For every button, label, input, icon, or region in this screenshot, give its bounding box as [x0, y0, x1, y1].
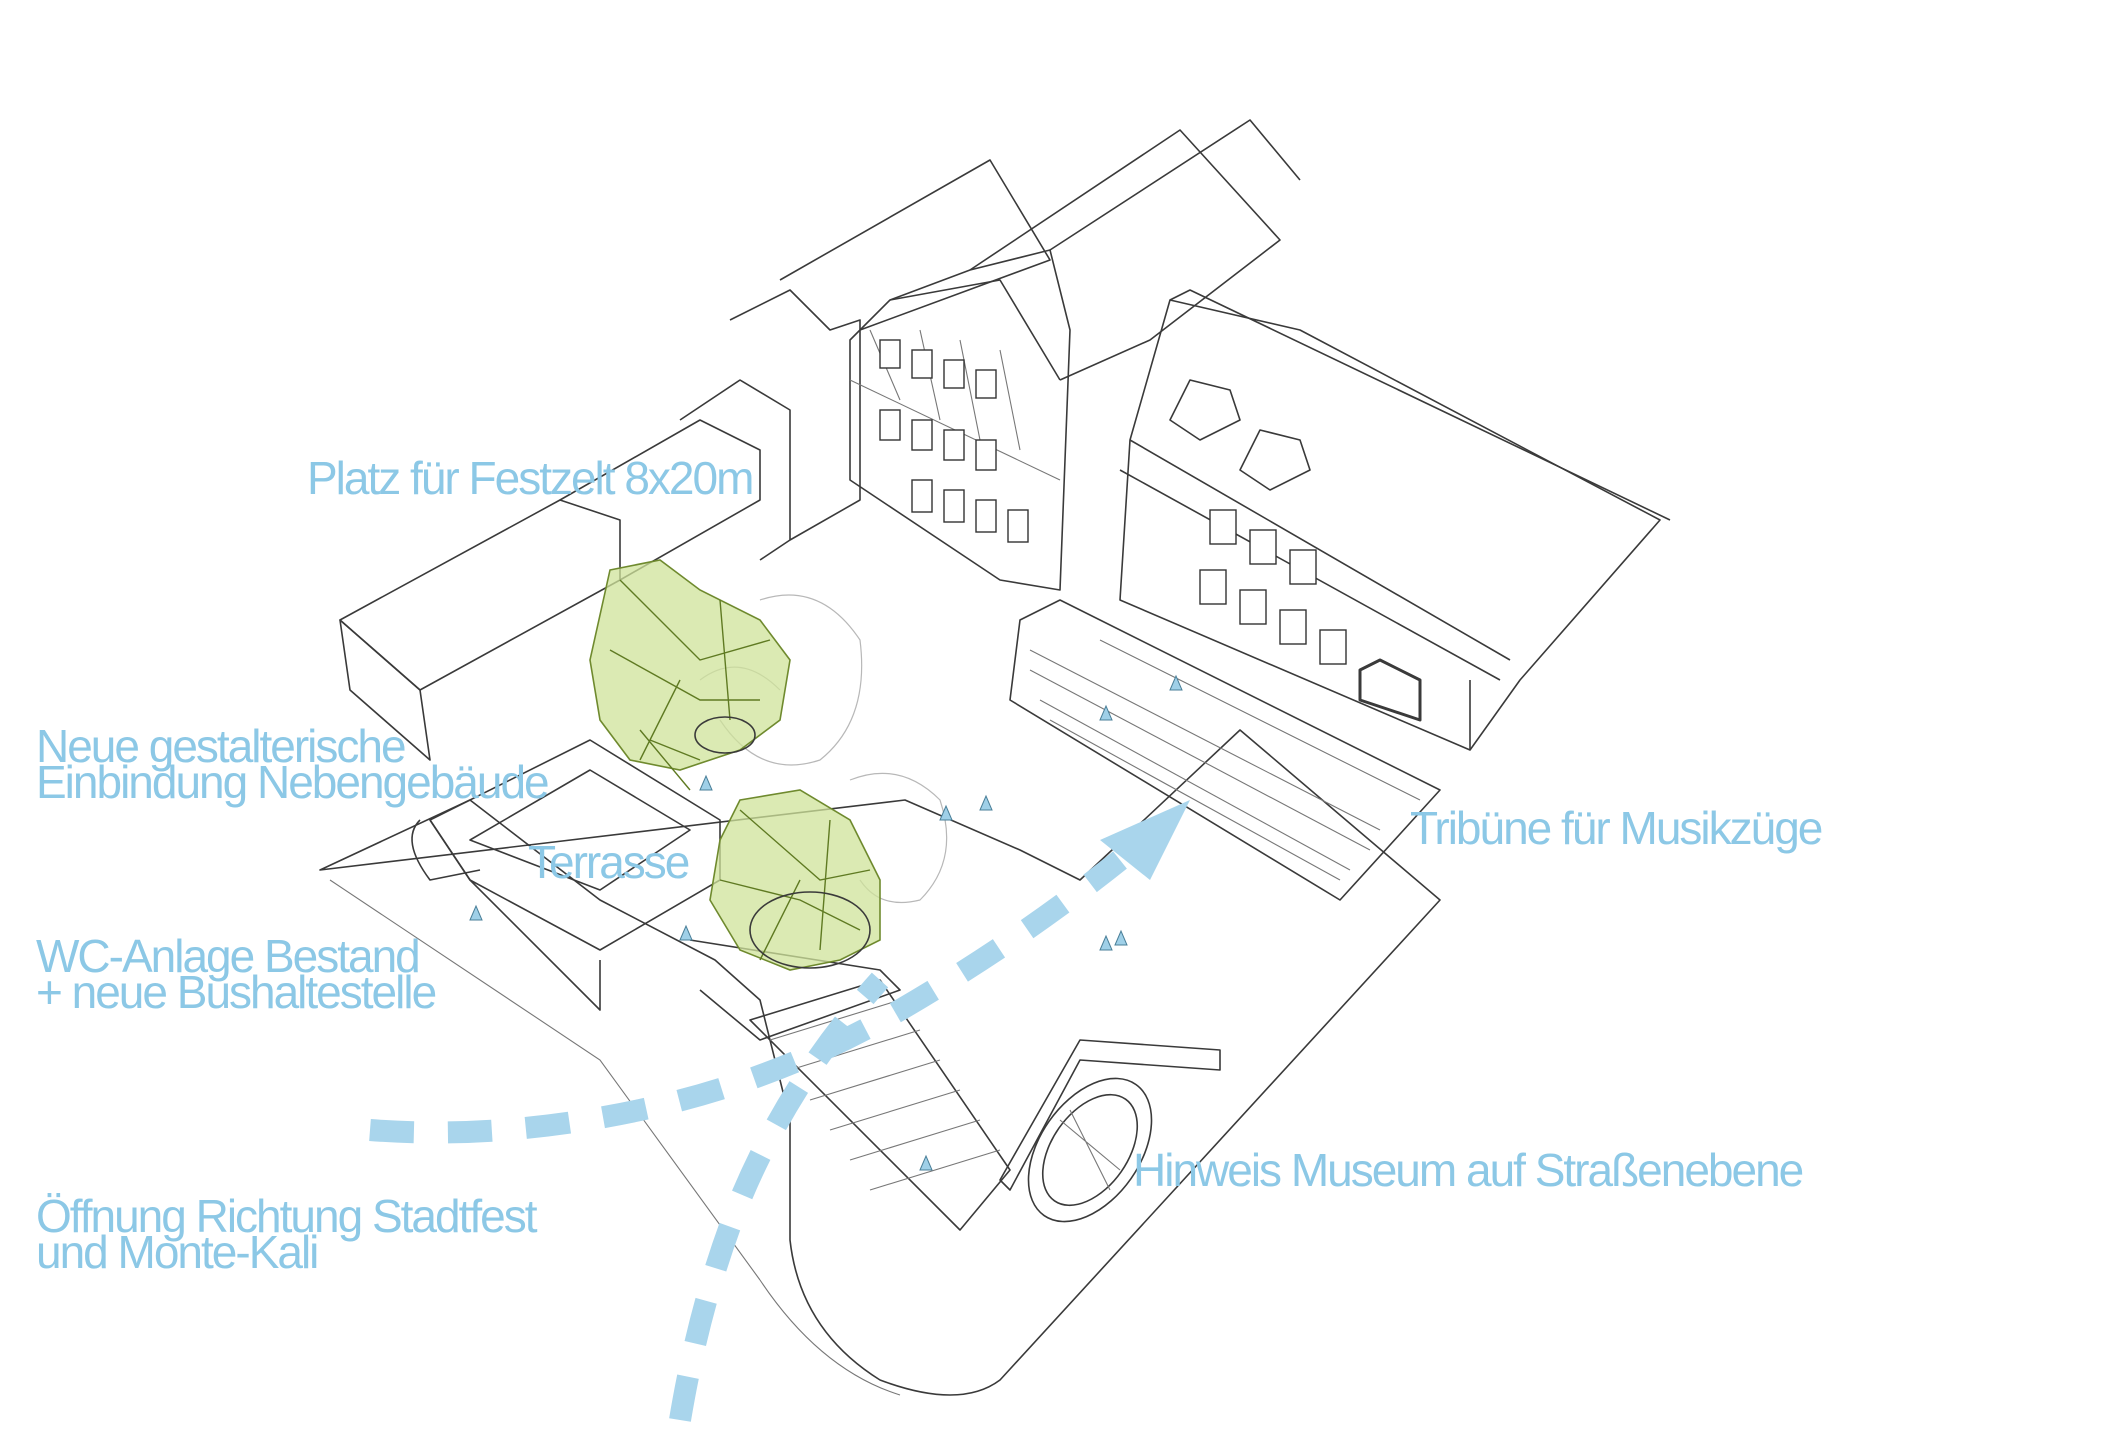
label-terrasse-text: Terrasse: [528, 836, 690, 888]
label-festzelt-text: Platz für Festzelt 8x20m: [307, 452, 754, 504]
site-ground: [319, 729, 1441, 1396]
label-terrasse: Terrasse: [528, 836, 690, 888]
tribune-steps: [1009, 599, 1441, 901]
label-oeffnung-line2: und Monte-Kali: [36, 1226, 319, 1278]
label-oeffnung-line1: Öffnung Richtung Stadtfest: [36, 1190, 538, 1242]
label-nebengebaeude-line1: Neue gestalterische: [36, 720, 407, 772]
label-tribuene: Tribüne für Musikzüge: [1410, 802, 1823, 854]
label-museum-text: Hinweis Museum auf Straßenebene: [1133, 1144, 1804, 1196]
label-oeffnung: Öffnung Richtung Stadtfest und Monte-Kal…: [36, 1190, 538, 1278]
tree-lower: [709, 789, 881, 971]
museum-sign: [999, 1039, 1221, 1223]
movement-arrows: [369, 800, 1190, 1422]
label-nebengebaeude: Neue gestalterische Einbindung Nebengebä…: [36, 720, 550, 808]
label-festzelt: Platz für Festzelt 8x20m: [307, 452, 754, 504]
museum-building: [1119, 289, 1671, 751]
tree-upper: [589, 559, 791, 791]
label-museum: Hinweis Museum auf Straßenebene: [1133, 1144, 1804, 1196]
street-stairs: [749, 979, 1011, 1231]
label-nebengebaeude-line2: Einbindung Nebengebäude: [36, 756, 550, 808]
people-figures: [469, 674, 1183, 1171]
label-wc-anlage-line2: + neue Bushaltestelle: [36, 966, 437, 1018]
back-left-buildings: [339, 159, 1051, 761]
label-wc-anlage: WC-Anlage Bestand + neue Bushaltestelle: [36, 930, 437, 1018]
label-tribuene-text: Tribüne für Musikzüge: [1410, 802, 1823, 854]
label-wc-anlage-line1: WC-Anlage Bestand: [36, 930, 421, 982]
half-timbered-building: [849, 119, 1301, 591]
